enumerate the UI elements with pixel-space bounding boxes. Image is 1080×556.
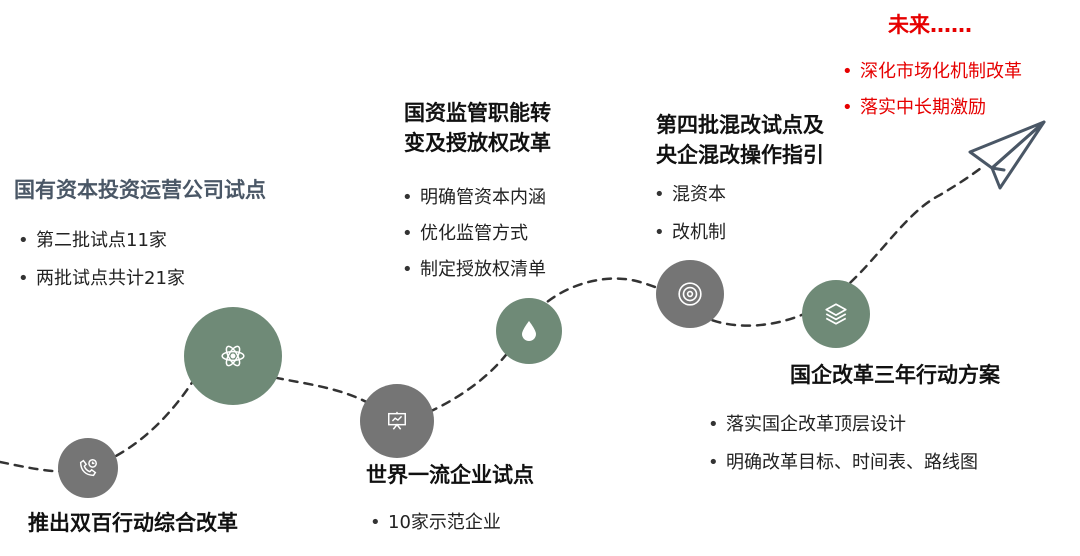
milestone-title-world-class: 世界一流企业试点 <box>366 463 534 487</box>
three-year-plan-bullets: 落实国企改革顶层设计 明确改革目标、时间表、路线图 <box>704 406 978 482</box>
list-item: 10家示范企业 <box>366 504 501 542</box>
list-item: 深化市场化机制改革 <box>838 54 1022 90</box>
capital-investment-bullets: 第二批试点11家 两批试点共计21家 <box>14 222 185 298</box>
supervision-reform-bullets: 明确管资本内涵 优化监管方式 制定授放权清单 <box>398 180 546 288</box>
paper-plane-icon <box>968 120 1046 190</box>
water-drop-icon <box>522 321 536 341</box>
milestone-title-mixed-ownership: 第四批混改试点及 央企混改操作指引 <box>656 110 824 170</box>
list-item: 明确改革目标、时间表、路线图 <box>704 444 978 482</box>
world-class-bullets: 10家示范企业 <box>366 504 501 542</box>
timeline-dashed-path <box>0 163 987 473</box>
milestone-title-capital-investment: 国有资本投资运营公司试点 <box>14 178 266 202</box>
list-item: 明确管资本内涵 <box>398 180 546 216</box>
target-icon <box>678 282 702 306</box>
list-item: 落实中长期激励 <box>838 90 1022 126</box>
node-mixed-ownership <box>656 260 724 328</box>
title-line: 国资监管职能转 <box>404 101 551 125</box>
list-item: 混资本 <box>650 176 726 214</box>
list-item: 两批试点共计21家 <box>14 260 185 298</box>
list-item: 改机制 <box>650 214 726 252</box>
milestone-title-three-year-plan: 国企改革三年行动方案 <box>790 363 1000 387</box>
milestone-title-supervision-reform: 国资监管职能转 变及授放权改革 <box>404 98 551 158</box>
node-double-hundred <box>58 438 118 498</box>
atom-icon <box>221 345 245 367</box>
future-bullets: 深化市场化机制改革 落实中长期激励 <box>838 54 1022 126</box>
title-line: 第四批混改试点及 <box>656 113 824 137</box>
node-world-class <box>360 384 434 458</box>
milestone-title-double-hundred: 推出双百行动综合改革 <box>28 511 238 535</box>
list-item: 制定授放权清单 <box>398 252 546 288</box>
node-three-year-plan <box>802 280 870 348</box>
phone-clock-icon <box>79 459 97 477</box>
list-item: 落实国企改革顶层设计 <box>704 406 978 444</box>
layers-icon <box>825 303 847 325</box>
presentation-board-icon <box>388 411 406 430</box>
future-title: 未来…… <box>888 13 972 37</box>
node-supervision-reform <box>496 298 562 364</box>
title-line: 变及授放权改革 <box>404 131 551 155</box>
mixed-ownership-bullets: 混资本 改机制 <box>650 176 726 252</box>
node-capital-investment <box>184 307 282 405</box>
list-item: 优化监管方式 <box>398 216 546 252</box>
title-line: 央企混改操作指引 <box>656 143 824 167</box>
list-item: 第二批试点11家 <box>14 222 185 260</box>
